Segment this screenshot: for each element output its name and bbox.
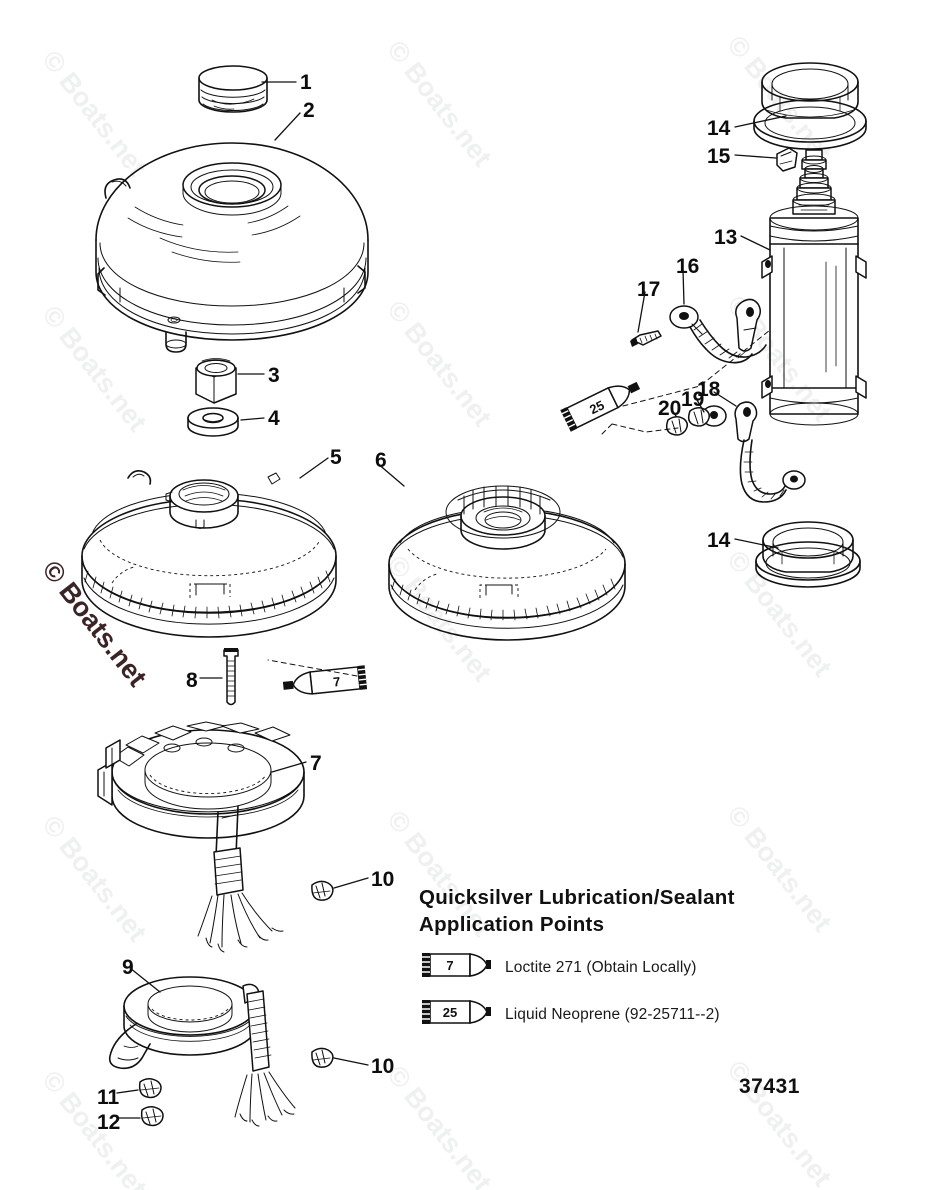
callout-flywheel-cover: 2 (303, 99, 315, 122)
art-starter-motor (761, 149, 867, 426)
svg-text:25: 25 (587, 397, 607, 417)
art-trigger (108, 976, 296, 1127)
legend-item-label: Liquid Neoprene (92-25711--2) (505, 1005, 720, 1023)
sealant-tube-icon: 25 (419, 999, 491, 1030)
callout-ground-cable-terminal: 18 (697, 378, 721, 401)
callout-stator-screw: 8 (186, 669, 198, 692)
callout-stator: 7 (310, 752, 322, 775)
legend-item: 7 Loctite 271 (Obtain Locally) (419, 952, 839, 983)
leader-lines (116, 81, 787, 1119)
art-flywheel-left (81, 470, 337, 638)
callout-trigger: 9 (122, 956, 134, 979)
lubrication-sealant-legend: Quicksilver Lubrication/Sealant Applicat… (419, 885, 839, 1046)
callout-terminal-insulator: 15 (707, 145, 731, 168)
callout-flywheel-assembly-left: 5 (330, 446, 342, 469)
callout-cable-clamp-lower: 10 (371, 1055, 395, 1078)
art-starter-mount-lower (755, 521, 861, 588)
art-stator (97, 721, 305, 953)
art-cable-clamp-lower (311, 1047, 334, 1068)
callout-flywheel-cover-cap: 1 (300, 71, 312, 94)
art-flywheel-washer (187, 407, 239, 437)
art-starter-mount-upper (753, 62, 867, 150)
art-cable-clamp-upper (311, 880, 334, 901)
art-terminal-insulator (776, 147, 798, 172)
art-trigger-nut (140, 1106, 164, 1127)
art-trigger-screw (138, 1078, 162, 1099)
art-loctite-applicator-tag: 7 (282, 665, 368, 695)
callout-starter-mount-lower: 14 (707, 529, 731, 552)
drawing-number: 37431 (739, 1075, 800, 1098)
callout-positive-cable-terminal: 16 (676, 255, 700, 278)
art-flywheel-cover-cap (198, 65, 268, 113)
callout-flywheel-nut: 3 (268, 364, 280, 387)
legend-title-line2: Application Points (419, 912, 605, 936)
callout-terminal-nut: 19 (681, 388, 705, 411)
art-positive-cable (630, 298, 767, 364)
art-neoprene-applicator-tag: 25 (560, 381, 641, 432)
svg-text:7: 7 (446, 958, 453, 973)
legend-rows: 7 Loctite 271 (Obtain Locally) 25 Liquid Ne… (419, 952, 839, 1030)
callout-trigger-screw: 11 (97, 1086, 120, 1109)
callout-cable-clamp-upper: 10 (371, 868, 395, 891)
art-flywheel-right (388, 485, 626, 641)
art-flywheel-cover (95, 142, 369, 353)
svg-text:25: 25 (443, 1005, 457, 1020)
art-flywheel-nut (195, 358, 237, 404)
sealant-tube-icon: 7 (419, 952, 491, 983)
svg-text:7: 7 (332, 674, 341, 690)
callout-terminal-screw-upper: 17 (637, 278, 661, 301)
legend-title: Quicksilver Lubrication/Sealant Applicat… (419, 885, 839, 938)
legend-title-line1: Quicksilver Lubrication/Sealant (419, 886, 735, 909)
art-stator-screw (223, 648, 239, 706)
legend-item-label: Loctite 271 (Obtain Locally) (505, 958, 697, 976)
art-ground-cable (665, 401, 806, 503)
callout-flywheel-washer: 4 (268, 407, 280, 430)
callout-flywheel-assembly-right: 6 (375, 449, 387, 472)
callout-trigger-nut: 12 (97, 1111, 121, 1134)
callout-starter-mount-upper: 14 (707, 117, 731, 140)
callout-starter-motor: 13 (714, 226, 738, 249)
legend-item: 25 Liquid Neoprene (92-25711--2) (419, 999, 839, 1030)
callout-terminal-screw-lower: 20 (658, 397, 682, 420)
